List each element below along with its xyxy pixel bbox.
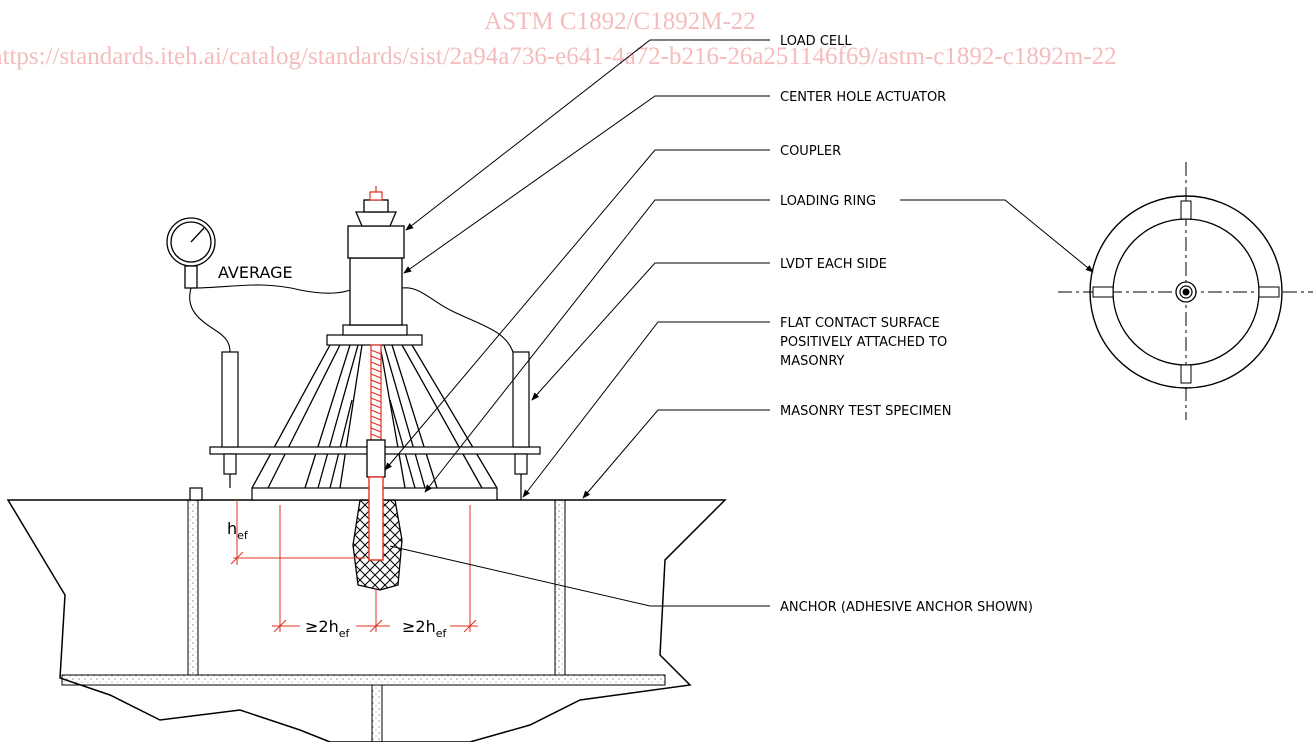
spacing-left-label: ≥2hef bbox=[305, 617, 351, 640]
center-hole-actuator bbox=[349, 257, 403, 326]
label-anchor: ANCHOR (ADHESIVE ANCHOR SHOWN) bbox=[780, 600, 1033, 615]
spacing-right-label: ≥2hef bbox=[402, 617, 448, 640]
average-label: AVERAGE bbox=[218, 263, 293, 282]
surface-tab bbox=[189, 487, 203, 501]
lvdt-left bbox=[221, 351, 239, 488]
lvdt-right bbox=[512, 351, 530, 500]
anchor-rod bbox=[368, 476, 384, 561]
dimension-lines bbox=[230, 500, 478, 633]
label-loading-ring: LOADING RING bbox=[780, 194, 876, 209]
label-load-cell: LOAD CELL bbox=[780, 34, 852, 49]
watermark-title: ASTM C1892/C1892M-22 bbox=[484, 8, 756, 35]
threaded-rod bbox=[370, 344, 382, 446]
gauge-icon bbox=[166, 217, 216, 289]
wires bbox=[189, 284, 514, 353]
label-lvdt: LVDT EACH SIDE bbox=[780, 257, 887, 272]
label-coupler: COUPLER bbox=[780, 144, 841, 159]
label-flat-contact-2: POSITIVELY ATTACHED TO bbox=[780, 335, 947, 350]
anchor-nut bbox=[369, 186, 383, 201]
label-center-hole-actuator: CENTER HOLE ACTUATOR bbox=[780, 90, 946, 105]
coupler bbox=[366, 439, 386, 478]
label-masonry-specimen: MASONRY TEST SPECIMEN bbox=[780, 404, 951, 419]
loading-frame bbox=[251, 344, 498, 489]
leader-lines bbox=[384, 39, 1094, 607]
mortar-joints bbox=[61, 499, 666, 742]
embed-depth-label: hef bbox=[227, 519, 249, 542]
label-flat-contact-1: FLAT CONTACT SURFACE bbox=[780, 316, 940, 331]
loading-ring-plan-view bbox=[1058, 162, 1313, 420]
loading-ring-top bbox=[326, 324, 423, 346]
load-cell bbox=[347, 199, 405, 259]
watermark-url: https://standards.iteh.ai/catalog/standa… bbox=[0, 43, 1117, 70]
label-flat-contact-3: MASONRY bbox=[780, 354, 845, 369]
